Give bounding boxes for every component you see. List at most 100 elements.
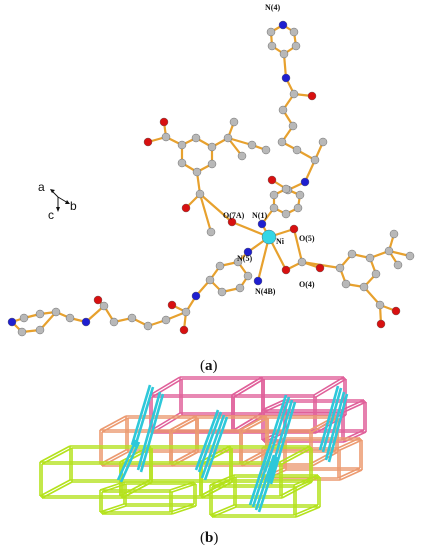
net-edge	[337, 467, 361, 479]
net-edge	[315, 378, 347, 398]
caption-b: (b)	[200, 530, 218, 546]
net-edge	[99, 415, 127, 431]
atom-label-o5: O(5)	[299, 234, 315, 243]
carbon-atom	[371, 269, 381, 279]
bonds	[10, 23, 412, 334]
net-edge	[295, 506, 321, 518]
carbon-atom	[347, 249, 357, 259]
net-edge	[279, 445, 311, 463]
net-edge	[39, 479, 71, 497]
carbon-atom	[261, 145, 271, 155]
caption-a: (a)	[200, 358, 218, 374]
carbon-atom	[289, 27, 299, 37]
net-edge	[101, 417, 129, 433]
nitrogen-atom	[81, 317, 91, 327]
oxygen-atom	[179, 325, 189, 335]
bond	[198, 192, 213, 234]
net-edge	[39, 445, 71, 463]
carbon-atom	[297, 257, 307, 267]
oxygen-atom	[281, 265, 291, 275]
carbon-atom	[389, 229, 399, 239]
carbon-atom	[393, 260, 403, 270]
net-pillar	[254, 454, 276, 511]
carbon-atom	[99, 301, 109, 311]
carbon-atom	[293, 203, 303, 213]
net-edge	[339, 439, 363, 451]
oxygen-atom	[376, 319, 386, 329]
oxygen-atom	[391, 306, 401, 316]
net-edge	[281, 481, 313, 499]
net-edge	[233, 378, 265, 398]
oxygen-atom	[315, 263, 325, 273]
net-edge	[149, 376, 181, 396]
carbon-atom	[341, 279, 351, 289]
carbon-atom	[17, 327, 27, 337]
carbon-atom	[195, 189, 205, 199]
carbon-atom	[281, 209, 291, 219]
net-edge	[339, 469, 363, 481]
carbon-atom	[206, 227, 216, 237]
axis-a-arrowhead	[50, 189, 55, 193]
axis-b-label: b	[70, 199, 77, 213]
atom-label-n1: N(1)	[252, 211, 267, 220]
net-pillar	[321, 387, 343, 453]
carbon-atom	[281, 184, 291, 194]
net-edge	[101, 505, 127, 515]
carbon-atom	[295, 190, 305, 200]
net-pillar	[269, 401, 297, 485]
carbon-atom	[19, 313, 29, 323]
net-cell	[209, 474, 321, 518]
net-edge	[313, 376, 345, 396]
net-edge	[41, 447, 73, 465]
carbon-atom	[161, 132, 171, 142]
net-pillar	[200, 414, 226, 479]
net-edge	[343, 401, 367, 413]
carbon-atom	[233, 257, 243, 267]
net-cell	[199, 445, 313, 499]
nitrogen-atom	[257, 219, 267, 229]
net-pillar	[327, 393, 349, 463]
axis-a-label: a	[38, 180, 45, 194]
carbon-atom	[127, 313, 137, 323]
net-pillar	[203, 416, 229, 481]
carbon-atom	[289, 89, 299, 99]
carbon-atom	[288, 121, 298, 131]
net-edge	[241, 417, 269, 433]
axis-b-arrowhead	[65, 200, 70, 204]
net-cell	[99, 481, 197, 515]
carbon-atom	[247, 140, 257, 150]
nitrogen-atom	[7, 317, 17, 327]
net-edge	[171, 505, 197, 515]
atom-label-n5: N(5)	[237, 254, 252, 263]
carbon-atom	[365, 253, 375, 263]
net-pillar	[318, 385, 340, 451]
net-pillar	[248, 449, 270, 506]
carbon-atom	[65, 313, 75, 323]
carbon-atom	[269, 190, 279, 200]
net-pillar	[139, 393, 165, 473]
carbon-atom	[192, 167, 202, 177]
net-pillar	[116, 439, 138, 481]
net-edge	[169, 481, 195, 491]
oxygen-atom	[289, 224, 299, 234]
oxygen-atom	[159, 117, 169, 127]
net-edge	[295, 476, 321, 488]
net-pillar	[130, 384, 152, 446]
net-edge	[101, 483, 127, 493]
net-edge	[171, 417, 199, 433]
carbon-atom	[35, 325, 45, 335]
carbon-atom	[278, 105, 288, 115]
carbon-atom	[205, 275, 215, 285]
bond	[362, 285, 382, 307]
oxygen-atom	[307, 91, 317, 101]
carbon-atom	[207, 142, 217, 152]
net-pillar	[324, 391, 346, 461]
carbon-atom	[243, 271, 253, 281]
net-pillar	[194, 409, 220, 471]
nickel-atom	[261, 229, 277, 245]
net-edge	[151, 378, 183, 398]
carbon-atom	[235, 283, 245, 293]
oxygen-atom	[227, 217, 237, 227]
net-edge	[211, 476, 237, 488]
carbon-atom	[266, 27, 276, 37]
